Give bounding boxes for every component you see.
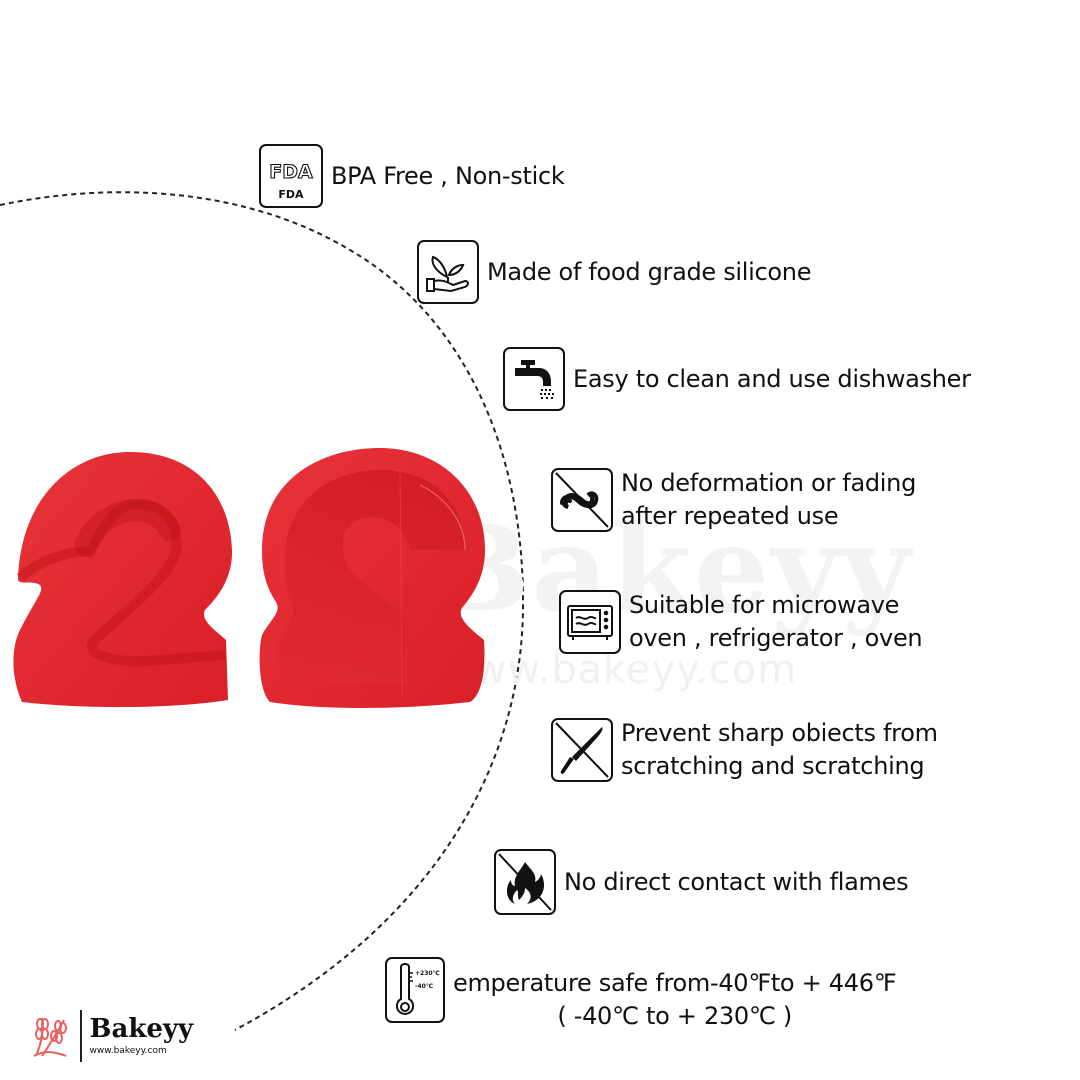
bakeyy-logo: Bakeyy www.bakeyy.com xyxy=(30,1010,193,1062)
microwave-icon xyxy=(559,590,621,654)
feature-bpa-free: FDA FDA BPA Free , Non-stick xyxy=(259,144,565,208)
wheat-icon xyxy=(33,1017,67,1057)
feature-text: emperature safe from-40℉to + 446℉ ( -40℃… xyxy=(453,969,897,1030)
svg-text:+230℃: +230℃ xyxy=(415,970,440,977)
url-watermark: www.bakeyy.com xyxy=(440,647,798,693)
brand-watermark: Bakeyy xyxy=(430,499,913,638)
plant-in-hand-icon xyxy=(417,240,479,304)
svg-text:FDA: FDA xyxy=(278,188,304,201)
feature-text: Made of food grade silicone xyxy=(487,257,812,286)
no-deformation-icon xyxy=(551,468,613,532)
feature-microwave-safe: Suitable for microwave oven , refrigerat… xyxy=(559,589,923,655)
feature-temperature-safe: +230℃ -40℃ emperature safe from-40℉to + … xyxy=(385,957,897,1033)
feature-food-grade: Made of food grade silicone xyxy=(417,240,811,304)
feature-text: No deformation or fading after repeated … xyxy=(621,469,917,530)
feature-text: No direct contact with flames xyxy=(564,867,909,896)
thermometer-icon: +230℃ -40℃ xyxy=(385,957,445,1023)
logo-url: www.bakeyy.com xyxy=(89,1046,167,1056)
feature-dishwasher: Easy to clean and use dishwasher xyxy=(503,347,971,411)
feature-text: Suitable for microwave oven , refrigerat… xyxy=(629,591,923,652)
feature-no-sharp-objects: Prevent sharp obiects from scratching an… xyxy=(551,717,938,783)
feature-text: BPA Free , Non-stick xyxy=(331,161,565,190)
feature-text: Easy to clean and use dishwasher xyxy=(573,364,971,393)
no-flame-icon xyxy=(494,849,556,915)
logo-divider xyxy=(80,1010,82,1062)
feature-no-flames: No direct contact with flames xyxy=(494,849,909,915)
logo-brand-name: Bakeyy xyxy=(89,1014,194,1044)
svg-text:FDA: FDA xyxy=(269,161,313,183)
mould-right xyxy=(259,448,485,708)
fda-icon: FDA FDA xyxy=(259,144,323,208)
no-knife-icon xyxy=(551,718,613,782)
svg-text:-40℃: -40℃ xyxy=(415,983,433,990)
feature-text: Prevent sharp obiects from scratching an… xyxy=(621,719,938,780)
mould-left xyxy=(13,452,233,708)
water-tap-icon xyxy=(503,347,565,411)
product-image-number-2-moulds xyxy=(13,448,485,708)
feature-no-deformation: No deformation or fading after repeated … xyxy=(551,467,916,533)
